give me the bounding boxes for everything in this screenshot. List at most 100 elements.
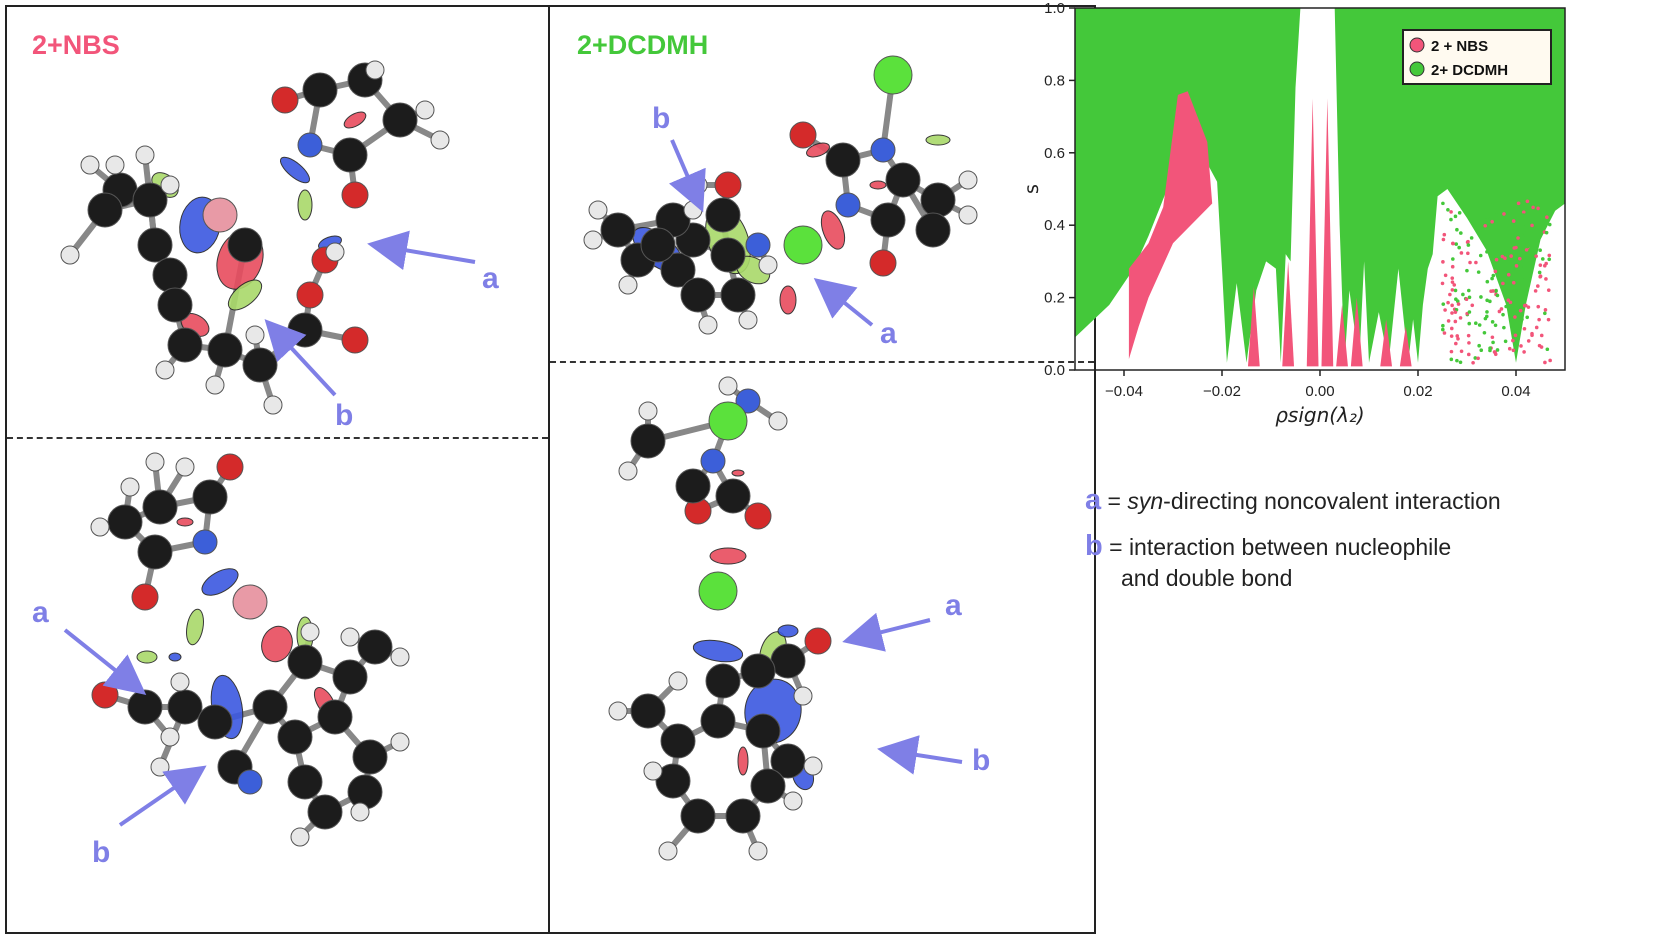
scatter-point [1464, 297, 1469, 302]
nci-isosurface [343, 111, 367, 129]
scatter-point [1516, 236, 1520, 240]
oxygen-atom [789, 121, 817, 149]
scatter-point [1543, 311, 1547, 316]
nci-isosurface [279, 156, 311, 184]
chlorine-atom [783, 225, 823, 265]
scatter-point [1525, 244, 1530, 249]
scatter-point [1526, 305, 1531, 309]
scatter-point [1467, 341, 1471, 345]
legend-label: 2+ DCDMH [1431, 62, 1508, 79]
scatter-point [1521, 224, 1526, 229]
key-b-letter: b [1085, 530, 1103, 562]
scatter-point [1547, 253, 1552, 258]
chlorine-atom [873, 55, 913, 95]
scatter-point [1477, 343, 1481, 348]
label-b-dcdmh-bottom: b [972, 744, 990, 777]
chart-legend [1402, 29, 1552, 85]
nitrogen-atom [870, 137, 896, 163]
scatter-point [1474, 260, 1478, 265]
scatter-point [1539, 333, 1544, 338]
oxygen-atom [744, 502, 772, 530]
carbon-atom [870, 202, 906, 238]
red-spike [1321, 98, 1334, 367]
scatter-point [1544, 230, 1549, 235]
scatter-point [1455, 227, 1459, 232]
scatter-point [1467, 288, 1471, 293]
scatter-point [1449, 334, 1454, 338]
scatter-point [1451, 257, 1455, 261]
carbon-atom [740, 653, 776, 689]
scatter-point [1476, 270, 1481, 274]
scatter-point [1454, 242, 1459, 246]
scatter-point [1547, 257, 1552, 262]
plot-area [1075, 8, 1565, 370]
red-spike [1399, 326, 1412, 367]
hydrogen-atom [658, 841, 678, 861]
scatter-point [1441, 201, 1445, 206]
scatter-point [1522, 266, 1527, 270]
carbon-atom [352, 739, 388, 775]
scatter-point [1466, 352, 1471, 357]
scatter-point [1457, 245, 1461, 250]
scatter-point [1442, 331, 1447, 335]
scatter-point [1511, 280, 1516, 285]
scatter-point [1490, 276, 1494, 281]
y-tick-label: 0.8 [1044, 72, 1065, 89]
scatter-point [1454, 341, 1458, 346]
scatter-point [1495, 293, 1500, 298]
nbs-title: 2+NBS [32, 30, 120, 60]
scatter-point [1501, 312, 1505, 317]
arrow-b-nbs-top [264, 319, 337, 397]
carbon-atom [132, 182, 168, 218]
scatter-point [1488, 217, 1493, 221]
dcdmh-bottom-molecule [608, 376, 832, 861]
nitrogen-atom [192, 529, 218, 555]
carbon-atom [745, 713, 781, 749]
arrow-a-dcdmh-bottom [842, 612, 931, 652]
dcdmh-divider [550, 361, 1094, 363]
label-a-dcdmh-top: a [880, 317, 897, 350]
hydrogen-atom [300, 622, 320, 642]
scatter-point [1494, 288, 1498, 293]
hydrogen-atom [783, 791, 803, 811]
scatter-point [1456, 302, 1461, 306]
scatter-point [1530, 223, 1534, 228]
nitrogen-atom [297, 132, 323, 158]
scatter-point [1524, 248, 1529, 252]
hydrogen-atom [583, 230, 603, 250]
scatter-point [1478, 253, 1483, 258]
scatter-point [1504, 304, 1508, 309]
key-row-b: b = interaction between nucleophile and … [1085, 531, 1645, 594]
scatter-point [1459, 231, 1463, 235]
nitrogen-atom [700, 448, 726, 474]
carbon-atom [192, 479, 228, 515]
hydrogen-atom [160, 727, 180, 747]
scatter-point [1516, 269, 1521, 274]
green-density-region [1075, 8, 1565, 363]
nci-isosurface [737, 746, 749, 776]
scatter-point [1467, 295, 1472, 300]
red-spike [1247, 286, 1260, 367]
scatter-point [1461, 292, 1465, 297]
label-b-nbs-bottom: b [92, 836, 110, 869]
scatter-point [1513, 315, 1517, 319]
y-tick-label: 0.0 [1044, 362, 1065, 379]
scatter-point [1491, 289, 1495, 293]
key-b-line2: and double bond [1121, 565, 1293, 591]
hydrogen-atom [80, 155, 100, 175]
nci-isosurface [186, 608, 204, 646]
key-b-eq: = [1102, 534, 1129, 560]
scatter-point [1453, 310, 1458, 314]
scatter-point [1511, 348, 1516, 353]
red-spike [1282, 261, 1295, 367]
scatter-point [1546, 317, 1551, 322]
scatter-point [1547, 222, 1552, 227]
scatter-point [1483, 316, 1488, 321]
hydrogen-atom [718, 376, 738, 396]
oxygen-atom [271, 86, 299, 114]
scatter-point [1450, 276, 1455, 280]
hydrogen-atom [60, 245, 80, 265]
x-tick-label: −0.04 [1105, 383, 1143, 400]
scatter-point [1503, 256, 1507, 261]
scatter-point [1514, 264, 1519, 268]
